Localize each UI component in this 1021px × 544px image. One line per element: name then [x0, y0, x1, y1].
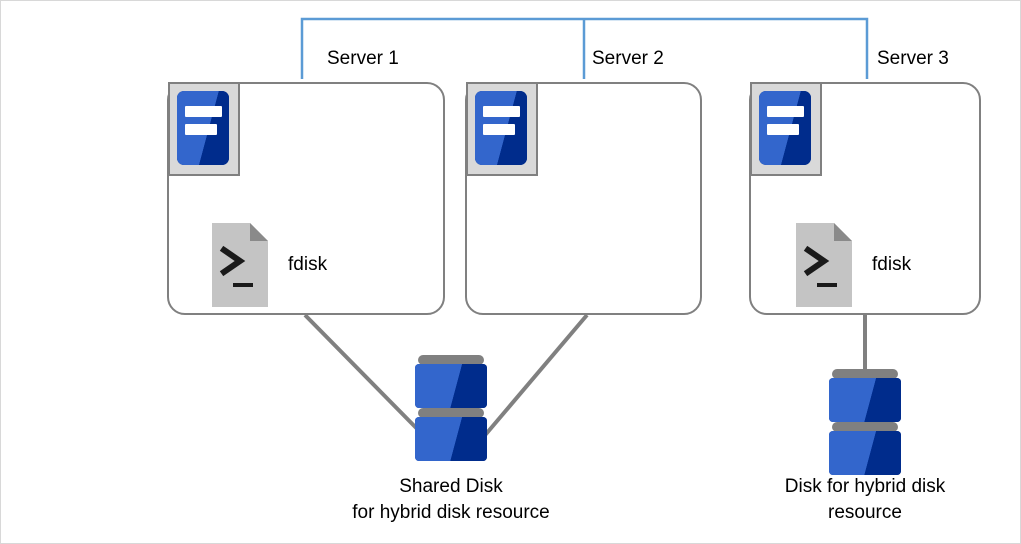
- server-icon-slot-top: [185, 106, 222, 117]
- fdisk-script-icon: [212, 223, 268, 307]
- local-disk-caption: Disk for hybrid disk resource: [745, 474, 985, 526]
- disk-platter-gradient: [415, 364, 487, 408]
- disk-platter-bottom: [415, 417, 487, 461]
- disk-stack-icon-shared-disk[interactable]: [415, 355, 487, 463]
- disk-platter-top: [829, 378, 901, 422]
- server-machine-icon: [466, 82, 538, 176]
- server-label-server-1: Server 1: [327, 48, 399, 69]
- connector-server2-to-shared-disk: [473, 313, 589, 449]
- server-label-server-2: Server 2: [592, 48, 664, 69]
- shared-disk-caption-line2: for hybrid disk resource: [352, 502, 550, 524]
- disk-cap-top: [832, 369, 898, 379]
- fdisk-label-server-3: fdisk: [872, 254, 912, 275]
- server-icon-body: [759, 91, 811, 165]
- server-label-server-3: Server 3: [877, 48, 949, 69]
- server-box-server-2[interactable]: [465, 82, 702, 315]
- local-disk-caption-line2: resource: [828, 502, 902, 524]
- server-icon-slot-bottom: [185, 124, 217, 135]
- disk-cap-top: [418, 355, 484, 365]
- disk-stack-icon-local-disk[interactable]: [829, 369, 901, 477]
- disk-platter-bottom: [829, 431, 901, 475]
- server-icon-slot-top: [483, 106, 520, 117]
- disk-platter-top: [415, 364, 487, 408]
- disk-platter-gradient: [829, 431, 901, 475]
- shared-disk-caption-line1: Shared Disk: [399, 476, 503, 497]
- disk-cap-middle: [832, 422, 898, 432]
- server-icon-slot-bottom: [767, 124, 799, 135]
- disk-platter-gradient: [415, 417, 487, 461]
- server-icon-slot-bottom: [483, 124, 515, 135]
- server-machine-icon: [750, 82, 822, 176]
- shared-disk-caption: Shared Disk for hybrid disk resource: [311, 474, 591, 526]
- server-icon-body: [475, 91, 527, 165]
- disk-platter-gradient: [829, 378, 901, 422]
- disk-cap-middle: [418, 408, 484, 418]
- fdisk-script-icon: [796, 223, 852, 307]
- server-icon-body: [177, 91, 229, 165]
- server-icon-slot-top: [767, 106, 804, 117]
- server-machine-icon: [168, 82, 240, 176]
- local-disk-caption-line1: Disk for hybrid disk: [784, 476, 946, 497]
- fdisk-label-server-1: fdisk: [288, 254, 328, 275]
